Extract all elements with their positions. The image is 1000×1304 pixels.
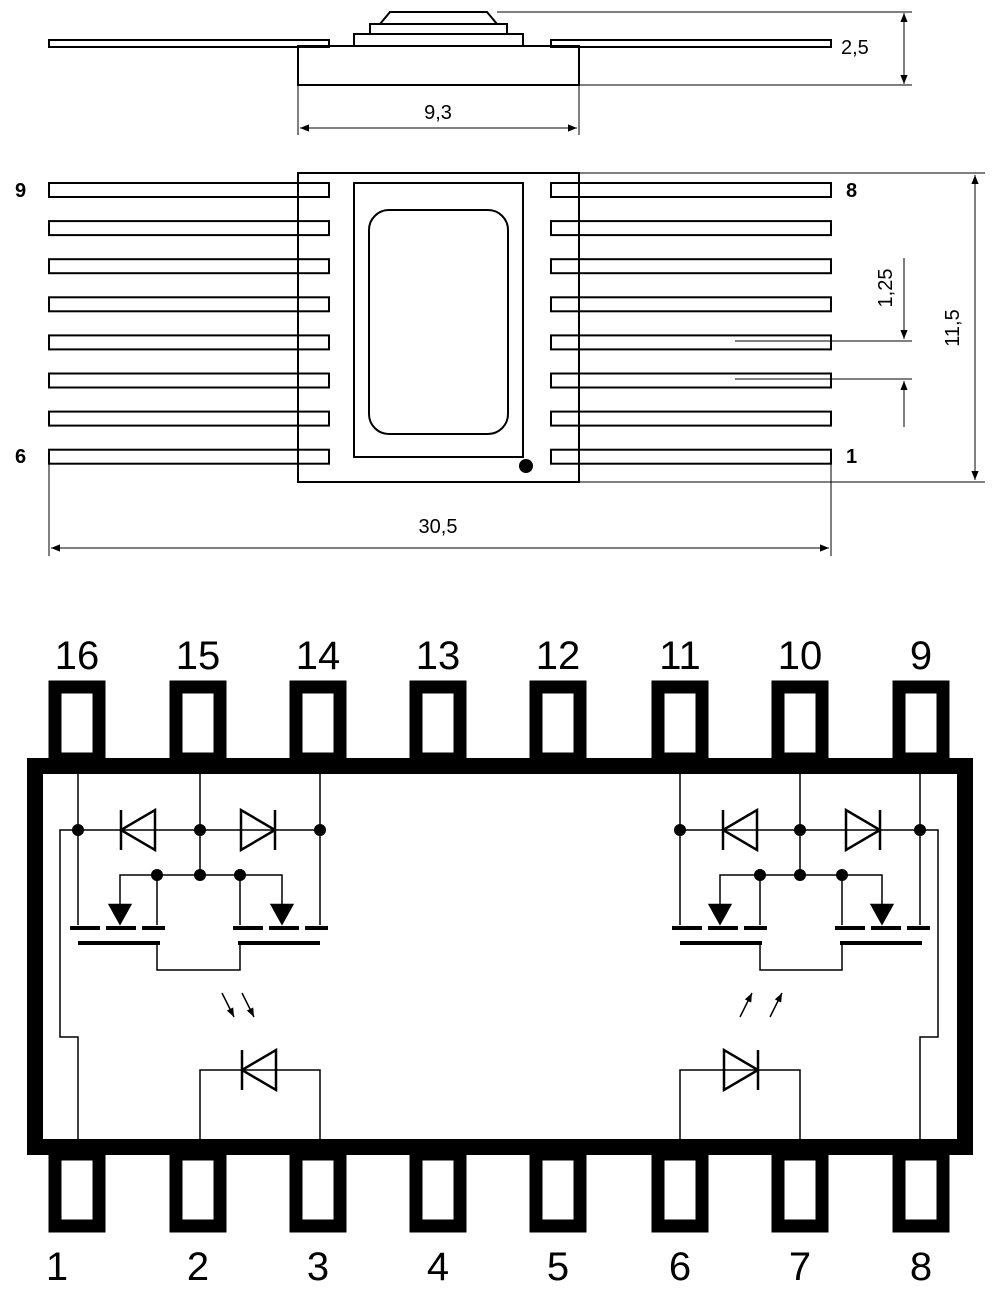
ic-body-outline: [27, 758, 973, 1155]
junctions-left: [72, 824, 326, 881]
pin-bottom: [289, 1147, 347, 1233]
side-lid-dome: [379, 11, 498, 25]
phototransistor-right-1: [672, 903, 767, 945]
pin-bottom: [651, 1147, 709, 1233]
side-lead-right: [550, 39, 832, 48]
lead-right: [550, 334, 832, 351]
lead-left: [48, 410, 330, 427]
lead-left: [48, 220, 330, 237]
side-body: [297, 45, 580, 86]
diode-left-1: [118, 807, 157, 853]
lead-right: [550, 296, 832, 313]
side-view: [48, 11, 832, 86]
top-body: [297, 172, 580, 483]
phototransistor-left-2: [233, 903, 328, 945]
led-left: [239, 1047, 278, 1093]
lead-left: [48, 182, 330, 198]
lead-right: [550, 448, 832, 465]
top-dimensions: [48, 172, 985, 556]
lead-label-top-left: 9: [15, 180, 26, 202]
lead-left: [48, 448, 330, 465]
lead-left: [48, 334, 330, 351]
pin-label-bottom: 8: [910, 1245, 932, 1289]
diode-left-2: [239, 807, 278, 853]
lead-label-bottom-left: 6: [15, 446, 26, 468]
side-lead-left: [48, 39, 330, 48]
lead-label-bottom-right: 1: [846, 446, 857, 468]
lead-label-top-right: 8: [846, 180, 857, 202]
pin-label-top: 13: [416, 634, 461, 678]
top-lid: [353, 182, 524, 458]
lead-right: [550, 372, 832, 389]
dim-height-label: 2,5: [841, 37, 869, 59]
channel-left-devices: [70, 807, 328, 1093]
pin-top: [771, 680, 829, 766]
pin-top: [169, 680, 227, 766]
lead-left: [48, 296, 330, 313]
channel-right: [679, 774, 939, 1139]
pin-bottom: [771, 1147, 829, 1233]
pin-label-top: 16: [55, 634, 100, 678]
phototransistor-right-2: [835, 903, 930, 945]
pin-top: [892, 680, 950, 766]
phototransistor-left-1: [70, 903, 165, 945]
pinout-diagram: 16 1 15 2 14 3 13 4 12 5 11 6 10 7 9 8: [27, 634, 973, 1289]
top-window: [368, 209, 509, 435]
lead-left: [48, 258, 330, 275]
diode-right-2: [844, 807, 883, 853]
pin-label-bottom: 4: [427, 1245, 449, 1289]
pin-bottom: [48, 1147, 106, 1233]
pin-bottom: [409, 1147, 467, 1233]
pin-top: [289, 680, 347, 766]
pin-label-bottom: 7: [789, 1245, 811, 1289]
top-view: [48, 172, 832, 483]
leads-right: [550, 182, 832, 465]
pins-top: [48, 680, 950, 766]
pins-bottom: [48, 1147, 950, 1233]
lead-left: [48, 372, 330, 389]
dim-body-width-label: 9,3: [424, 102, 452, 124]
pin-top: [529, 680, 587, 766]
dim-body-length-label: 11,5: [942, 309, 964, 346]
lead-right: [550, 410, 832, 427]
junctions-right: [674, 824, 926, 881]
led-right: [722, 1047, 761, 1093]
channel-right-devices: [672, 807, 930, 1093]
pin-label-bottom: 5: [547, 1245, 569, 1289]
dim-pitch-label: 1,25: [875, 269, 897, 308]
pin-bottom: [169, 1147, 227, 1233]
pin-label-top: 12: [536, 634, 581, 678]
pin-bottom: [529, 1147, 587, 1233]
pin-label-bottom: 6: [669, 1245, 691, 1289]
pin-top: [409, 680, 467, 766]
pin-label-top: 11: [659, 634, 701, 678]
diode-right-1: [720, 807, 759, 853]
pin-label-top: 9: [910, 634, 932, 678]
lead-right: [550, 220, 832, 237]
pin-bottom: [892, 1147, 950, 1233]
pin-top: [48, 680, 106, 766]
lead-right: [550, 182, 832, 198]
lead-right: [550, 258, 832, 275]
pin-label-bottom: 3: [307, 1245, 329, 1289]
pin-label-top: 14: [296, 634, 341, 678]
side-lid-step: [369, 23, 508, 35]
pin-labels: 16 1 15 2 14 3 13 4 12 5 11 6 10 7 9 8: [46, 634, 932, 1289]
pin-label-bottom: 1: [46, 1245, 68, 1289]
pin-top: [651, 680, 709, 766]
dim-total-span-label: 30,5: [419, 516, 458, 538]
pin-label-top: 15: [176, 634, 221, 678]
leads-left: [48, 182, 330, 465]
pin-label-bottom: 2: [187, 1245, 209, 1289]
channel-left: [59, 774, 321, 1139]
pin1-marker-dot: [519, 459, 533, 473]
side-dimensions: [297, 11, 912, 135]
pin-label-top: 10: [778, 634, 823, 678]
side-lid-base: [353, 33, 524, 47]
